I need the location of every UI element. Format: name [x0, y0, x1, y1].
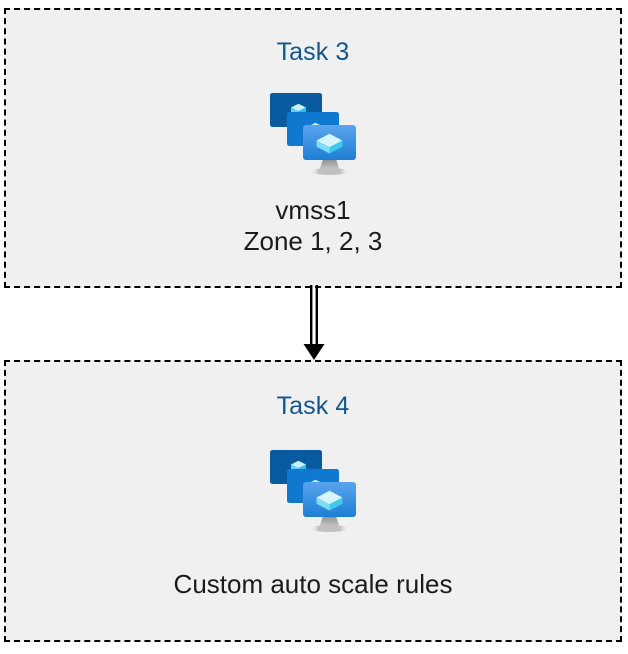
arrow-line-left — [310, 285, 313, 347]
node-label-vmss-zones: Zone 1, 2, 3 — [243, 226, 383, 256]
arrow-head-icon — [303, 344, 325, 360]
azure-vm-scale-set-icon — [270, 450, 356, 532]
task-title-3: Task 3 — [276, 38, 350, 66]
node-labels-task-3: vmss1 Zone 1, 2, 3 — [244, 195, 383, 257]
task-box-task-3[interactable]: Task 3 — [4, 8, 622, 288]
task-title-4: Task 4 — [276, 392, 350, 420]
cube-front — [316, 490, 343, 511]
down-arrow-connector — [303, 285, 325, 360]
node-label-autoscale-rules: Custom auto scale rules — [173, 569, 453, 599]
task-box-task-4[interactable]: Task 4 — [4, 360, 622, 642]
azure-vm-scale-set-icon — [270, 93, 356, 175]
node-labels-task-4: Custom auto scale rules — [174, 569, 453, 600]
node-label-vmss-name: vmss1 — [275, 195, 351, 225]
arrow-line-right — [315, 285, 318, 347]
